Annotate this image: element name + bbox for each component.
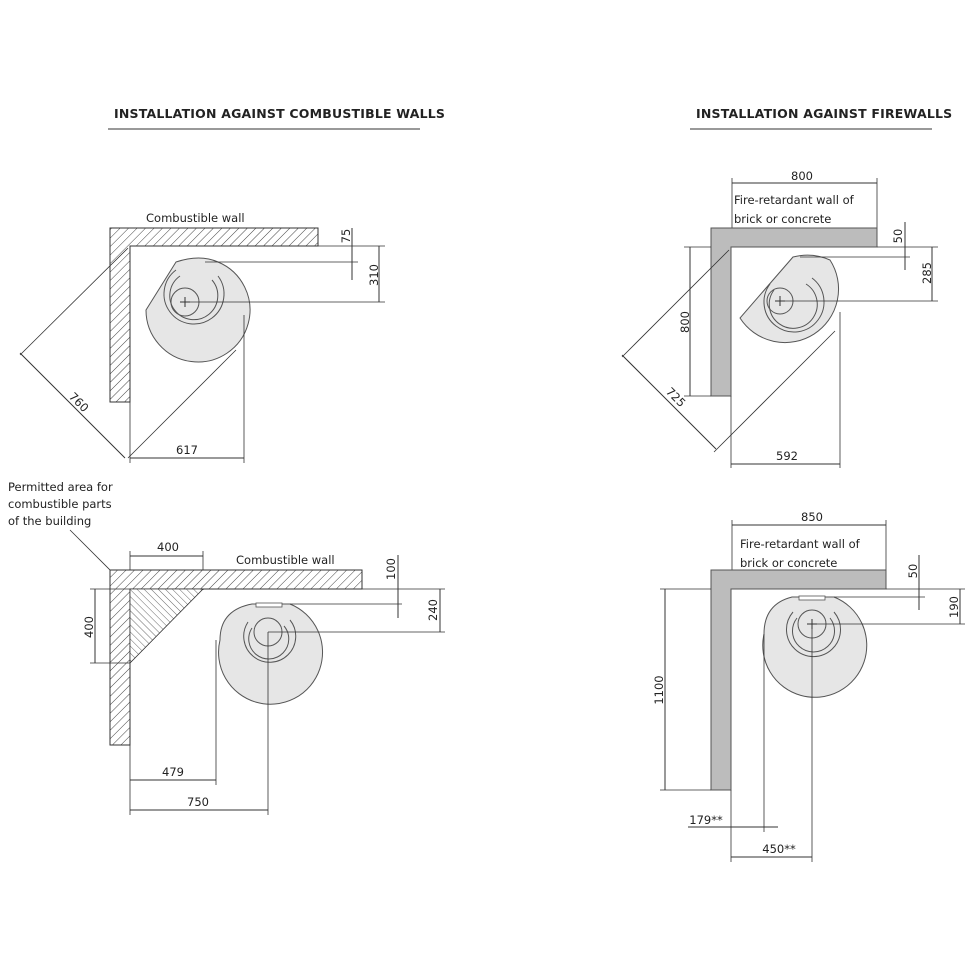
stove-3 [218, 603, 323, 705]
dim-240: 240 [426, 599, 440, 621]
dim-50-top-right: 50 [891, 229, 905, 244]
dim-400-side: 400 [82, 616, 96, 638]
diagram-firewall-corner: 800 Fire-retardant wall of brick or conc… [621, 169, 938, 468]
dim-75: 75 [339, 229, 353, 244]
dim-800-side: 800 [678, 311, 692, 333]
dim-400-top: 400 [157, 540, 179, 554]
dim-190: 190 [947, 596, 961, 618]
dim-479: 479 [162, 765, 184, 779]
permitted-label-line2: combustible parts [8, 497, 112, 511]
dim-617: 617 [176, 443, 198, 457]
dim-800-top: 800 [791, 169, 813, 183]
dim-850: 850 [801, 510, 823, 524]
firewall-label-2-line2: brick or concrete [740, 556, 837, 570]
permitted-label-line3: of the building [8, 514, 91, 528]
diagram-firewall-front: 850 Fire-retardant wall of brick or conc… [652, 510, 965, 862]
heading-combustible-walls: INSTALLATION AGAINST COMBUSTIBLE WALLS [114, 106, 445, 121]
dim-310: 310 [367, 264, 381, 286]
dim-1100: 1100 [652, 675, 666, 704]
dim-50-bottom-right: 50 [906, 564, 920, 579]
stove-4 [762, 596, 868, 698]
firewall-label-1-line2: brick or concrete [734, 212, 831, 226]
permitted-label-line1: Permitted area for [8, 480, 113, 494]
diagram-combustible-wall-front: Permitted area for combustible parts of … [8, 480, 445, 815]
stove-1-firebox [163, 269, 225, 325]
stove-1 [145, 257, 251, 363]
combustible-wall-label-2: Combustible wall [236, 553, 335, 567]
dim-285: 285 [920, 262, 934, 284]
permitted-area [129, 588, 204, 664]
combustible-wall-1 [109, 227, 319, 403]
dim-450: 450** [762, 842, 796, 856]
dim-750: 750 [187, 795, 209, 809]
firewall-label-2-line1: Fire-retardant wall of [740, 537, 861, 551]
dim-725: 725 [663, 384, 688, 409]
diagram-combustible-corner: Combustible wall 75 310 760 617 [19, 211, 385, 463]
dim-592: 592 [776, 449, 798, 463]
dim-760: 760 [66, 389, 91, 414]
firewall-label-1-line1: Fire-retardant wall of [734, 193, 855, 207]
dim-100: 100 [384, 558, 398, 580]
heading-firewalls: INSTALLATION AGAINST FIREWALLS [696, 106, 952, 121]
combustible-wall-label-1: Combustible wall [146, 211, 245, 225]
dim-179: 179** [689, 813, 723, 827]
